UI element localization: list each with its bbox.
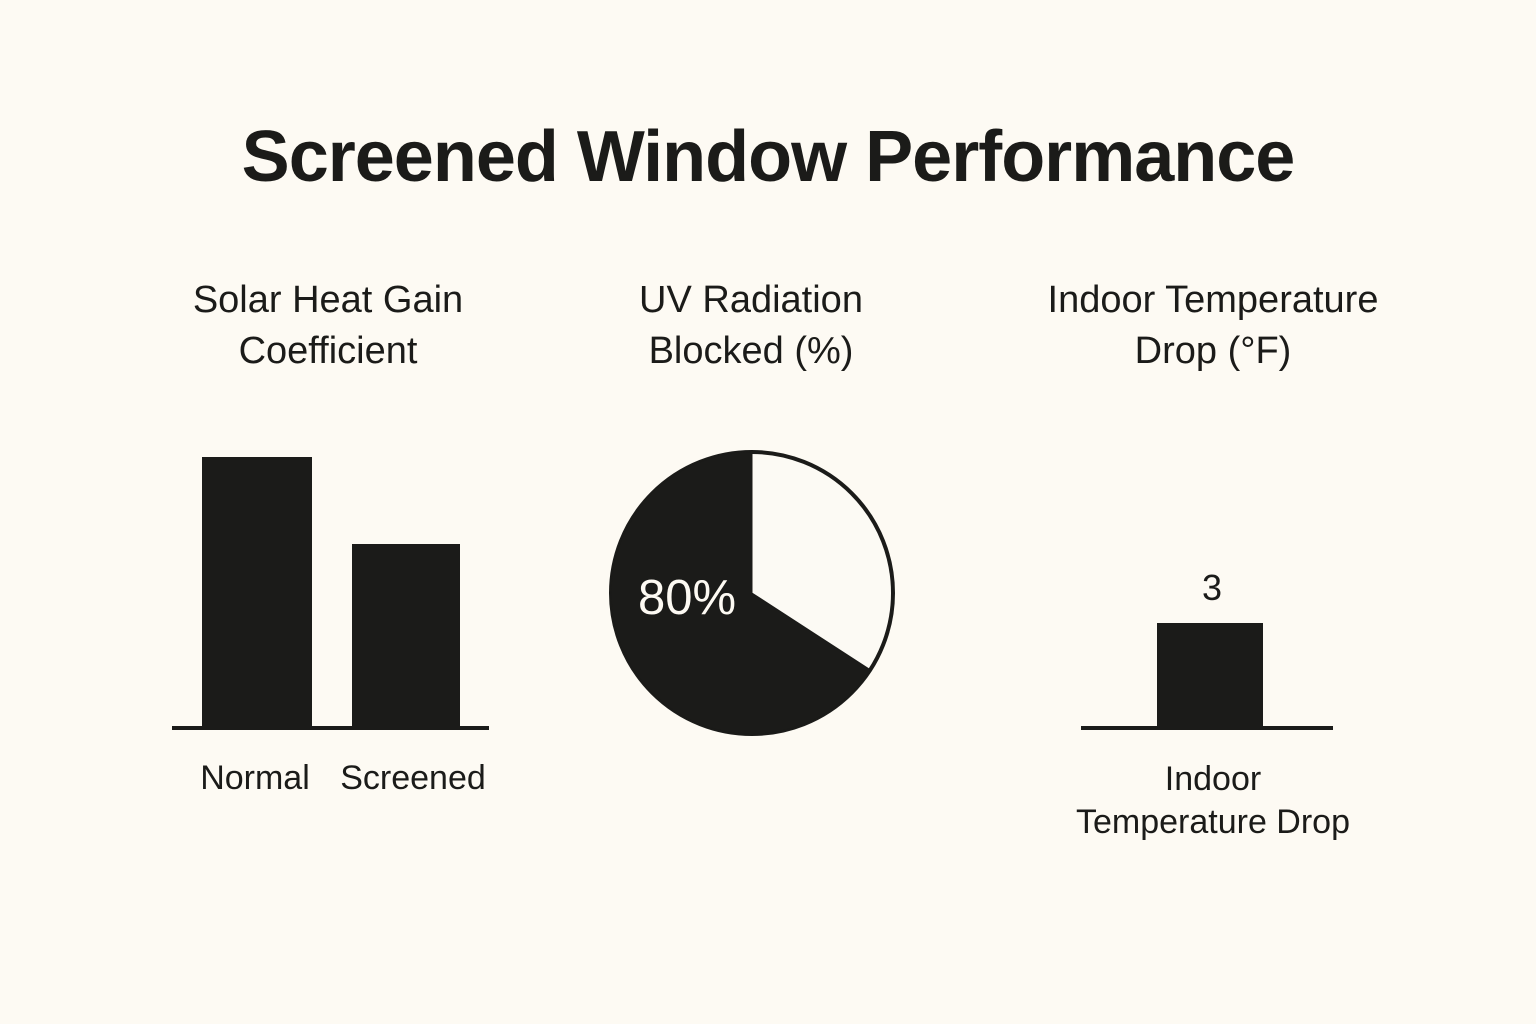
shgc-axis-line — [172, 726, 489, 730]
uv-pie-chart: 80% — [609, 450, 895, 736]
heading-indoor-temperature-drop: Indoor Temperature Drop (°F) — [1047, 279, 1379, 372]
heading-uv-radiation-blocked: UV Radiation Blocked (%) — [639, 279, 863, 372]
temp-drop-axis-line — [1081, 726, 1333, 730]
pie-blocked-slice — [610, 451, 871, 735]
page-title: Screened Window Performance — [241, 117, 1296, 197]
bar-label-indoor-temperature-drop: Indoor Temperature Drop — [1075, 760, 1350, 841]
heading-solar-heat-gain: Solar Heat Gain Coefficient — [192, 279, 464, 372]
bar-indoor-temperature-drop — [1157, 623, 1263, 728]
temp-drop-value-label: 3 — [1201, 567, 1223, 608]
pie-percentage-label: 80% — [638, 571, 736, 625]
bar-label-screened: Screened — [340, 759, 486, 797]
bar-label-normal: Normal — [200, 759, 310, 797]
bar-normal — [202, 457, 312, 728]
bar-screened — [352, 544, 460, 728]
